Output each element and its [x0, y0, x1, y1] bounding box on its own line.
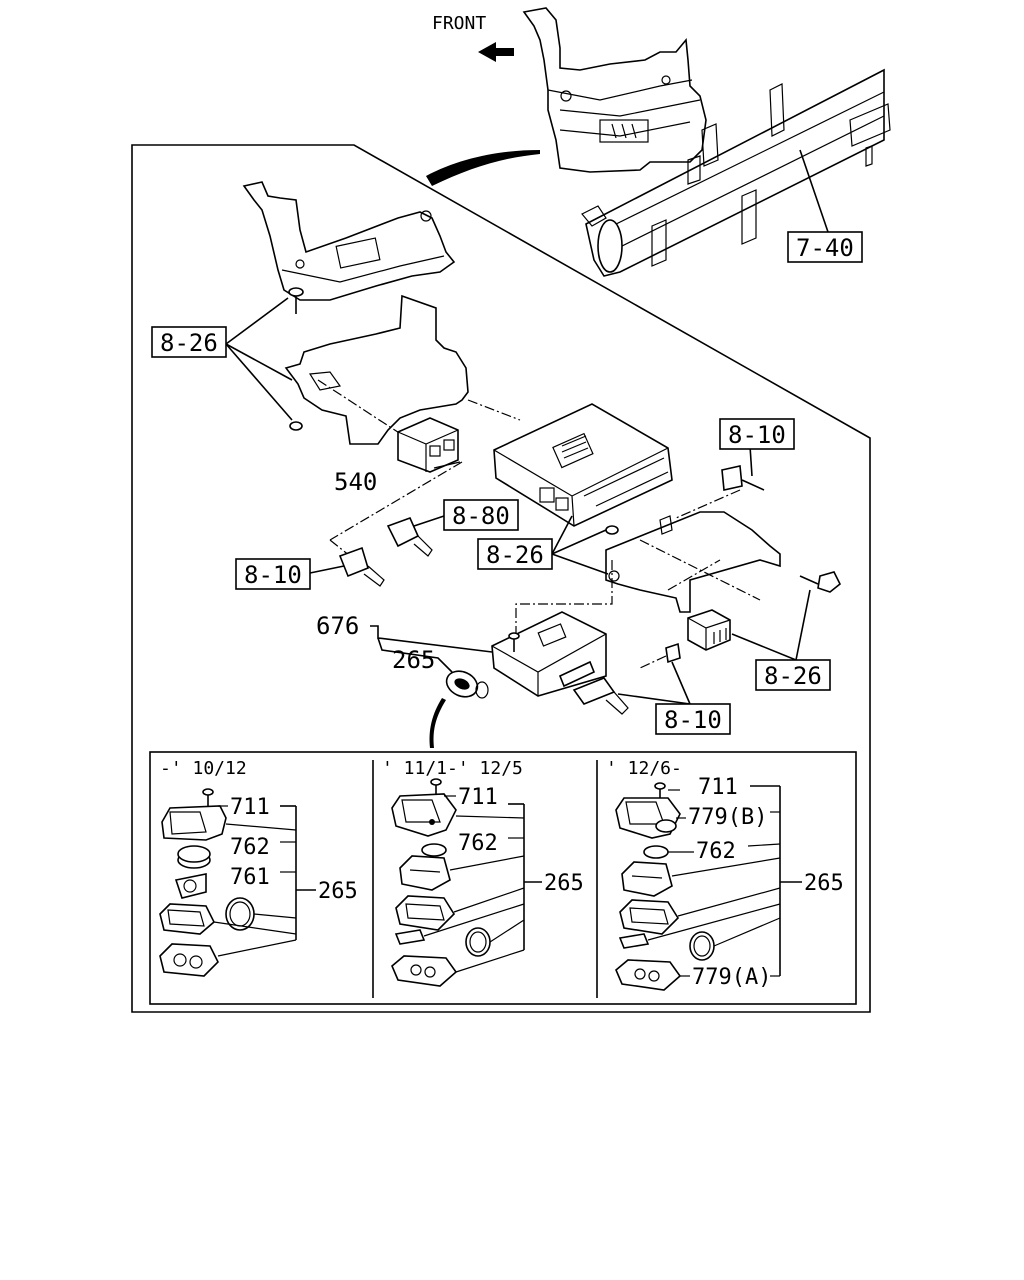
ref-8-10-right-box	[719, 418, 795, 450]
part-265-label: 265	[392, 646, 435, 674]
front-label: FRONT	[432, 13, 486, 34]
bolt-right-icon	[799, 571, 842, 593]
ref-8-26-top-box	[151, 326, 227, 358]
ref-8-26-right-box	[755, 659, 831, 691]
panel-1-part-761: 761	[230, 865, 270, 890]
panel-2-part-762: 762	[458, 831, 498, 856]
relay-540	[397, 417, 459, 473]
panel-2-part-265: 265	[544, 871, 584, 896]
lower-bracket	[605, 511, 781, 613]
ref-8-26-top-label: 8-26	[160, 329, 218, 357]
nut-icon	[289, 421, 303, 431]
detail-frame	[131, 144, 871, 1013]
variants-frame	[149, 751, 857, 1005]
panel-1-period: -' 10/12	[160, 758, 247, 779]
ref-8-10-left-box	[235, 558, 311, 590]
connector-8-10-bottom	[572, 642, 681, 715]
sub-bracket	[284, 294, 521, 445]
control-unit	[493, 403, 673, 527]
panel-3-part-762: 762	[696, 839, 736, 864]
panel-variant-2: ' 11/1-' 12/5 711 762 265	[382, 758, 584, 987]
connector-8-80	[386, 516, 433, 557]
ref-7-40-box	[787, 231, 863, 263]
panel-2-period: ' 11/1-' 12/5	[382, 758, 523, 779]
curved-arrow-icon	[426, 150, 540, 186]
panel-variant-3: ' 12/6- 711 779(B) 762 265 779(A)	[606, 758, 844, 991]
curved-arrow-down-icon	[429, 698, 446, 748]
ref-8-26-right-label: 8-26	[764, 662, 822, 690]
ref-8-26-mid-box	[477, 538, 553, 570]
ref-8-10-left-label: 8-10	[244, 561, 302, 589]
panel-3-part-779a: 779(A)	[692, 965, 771, 990]
panel-3-part-265: 265	[804, 871, 844, 896]
ref-8-10-bottom-box	[655, 703, 731, 735]
mounting-bracket	[242, 181, 456, 301]
panel-1-part-762: 762	[230, 835, 270, 860]
part-676-label: 676	[316, 612, 359, 640]
ref-8-80-label: 8-80	[452, 502, 510, 530]
ref-8-80-box	[443, 499, 519, 531]
module-676	[491, 611, 607, 697]
ref-8-10-right-label: 8-10	[728, 421, 786, 449]
bolt-icon	[288, 287, 304, 314]
panel-2-part-711: 711	[458, 785, 498, 810]
cross-member-assembly	[522, 7, 891, 277]
ref-8-10-bottom-label: 8-10	[664, 706, 722, 734]
panel-1-part-711: 711	[230, 795, 270, 820]
panel-3-part-779b: 779(B)	[688, 805, 767, 830]
connector-8-10-left	[338, 546, 385, 587]
part-540-label: 540	[334, 468, 377, 496]
panel-3-period: ' 12/6-	[606, 758, 682, 779]
nut-icon-mid	[605, 525, 619, 535]
panel-variant-1: -' 10/12 711 762 761 265	[159, 758, 358, 977]
connector-8-10-right	[721, 465, 765, 491]
ref-8-26-mid-label: 8-26	[486, 541, 544, 569]
front-arrow-icon	[478, 42, 514, 62]
key-fob-icon	[445, 670, 489, 699]
panel-3-part-711: 711	[698, 775, 738, 800]
relay-right	[687, 609, 731, 651]
panel-1-part-265: 265	[318, 879, 358, 904]
ref-7-40-label: 7-40	[796, 234, 854, 262]
front-indicator: FRONT	[432, 13, 514, 62]
